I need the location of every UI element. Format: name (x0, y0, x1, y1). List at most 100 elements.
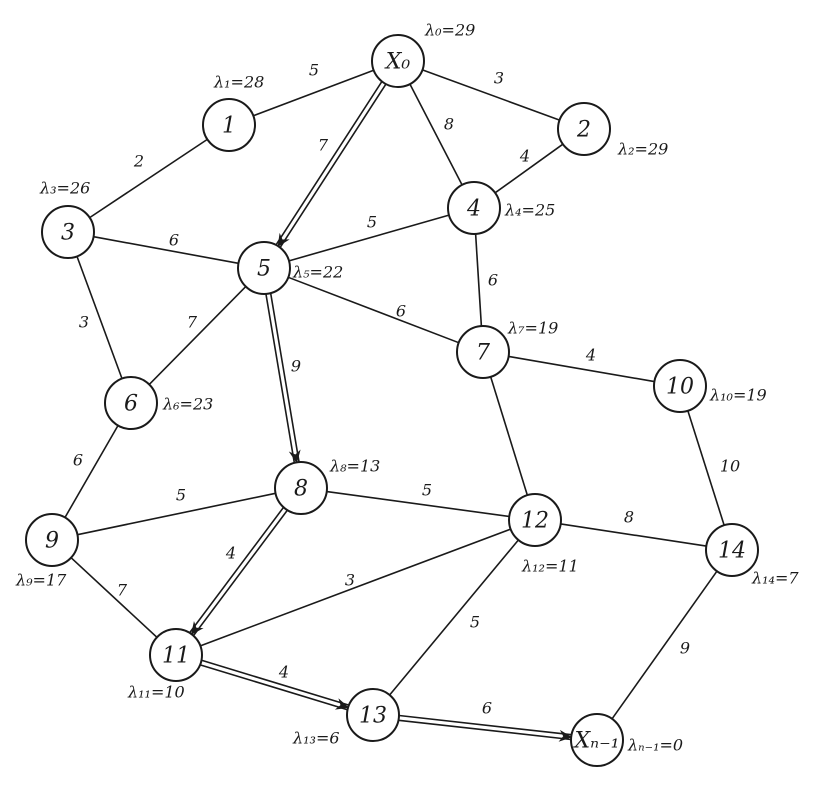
edge-line (560, 523, 707, 547)
edge-path-stroke (275, 81, 383, 246)
edges-layer (64, 69, 725, 742)
edge-n7-n10 (508, 355, 655, 383)
edge-path-stroke (398, 719, 571, 741)
edge-n9-n11 (70, 557, 158, 638)
edge-n3-n6 (76, 256, 123, 379)
edge-weight-label: 5 (309, 61, 319, 80)
edge-n12-n13 (388, 539, 520, 696)
edge-weight-label: 10 (720, 457, 740, 476)
edge-n11-n13 (199, 659, 350, 711)
node-lambda-label: λ₈=13 (329, 457, 380, 476)
edge-n6-n9 (64, 425, 119, 518)
node-label: 11 (162, 644, 190, 669)
node-label: 4 (466, 197, 481, 222)
node-circle (705, 523, 759, 577)
edge-path-stroke (201, 659, 350, 706)
edge-line (388, 539, 520, 696)
node-label: 13 (359, 704, 387, 729)
node-circle (149, 628, 203, 682)
node-circle (447, 181, 501, 235)
edge-weight-label: 8 (624, 508, 634, 527)
edge-line (287, 276, 460, 344)
arrowhead-icon (288, 449, 301, 464)
edge-line (77, 492, 276, 536)
edge-n12-n14 (560, 523, 707, 547)
edge-n1-n3 (89, 138, 208, 219)
edge-line (76, 256, 123, 379)
edge-weight-label: 5 (176, 486, 186, 505)
node-n8: 8 (274, 461, 328, 515)
edge-weight-label: 2 (133, 152, 144, 171)
edge-x0-n4 (409, 83, 463, 186)
edge-line (148, 285, 247, 386)
node-lambda-label: λ₉=17 (15, 571, 67, 590)
edge-line (93, 235, 239, 265)
edge-weight-label: 9 (291, 357, 301, 376)
node-n13: 13 (346, 688, 400, 742)
node-n5: 5 (237, 241, 291, 295)
edge-n2-n4 (494, 143, 564, 194)
node-circle (274, 461, 328, 515)
node-circle (557, 102, 611, 156)
node-label: X₀ (384, 50, 411, 75)
edge-n10-n14 (687, 410, 725, 526)
edge-n7-n12 (489, 376, 529, 496)
node-lambda-label: λ₁₀=19 (709, 386, 767, 405)
node-lambda-label: λ₁₃=6 (292, 729, 340, 748)
node-label: 14 (718, 539, 746, 564)
edge-weight-label: 9 (680, 639, 690, 658)
node-circle (653, 359, 707, 413)
edge-n5-n7 (287, 276, 460, 344)
edge-weight-label: 6 (169, 231, 179, 250)
edge-weight-label: 5 (422, 481, 432, 500)
node-lambda-label: λ₃=26 (39, 179, 90, 198)
node-n7: 7 (456, 325, 510, 379)
edge-line (89, 138, 208, 219)
edge-weight-label: 6 (73, 451, 83, 470)
edge-n4-n7 (474, 233, 483, 327)
edge-n9-n8 (77, 492, 276, 536)
node-x0: X₀ (371, 34, 425, 88)
edge-path-stroke (279, 83, 387, 248)
edge-n4-n5 (288, 214, 450, 262)
edge-path-stroke (192, 509, 288, 637)
edge-line (70, 557, 158, 638)
node-n3: 3 (41, 205, 95, 259)
edge-weight-label: 5 (470, 613, 480, 632)
edge-line (409, 83, 463, 186)
edge-weight-label: 7 (318, 136, 329, 155)
edge-weight-label: 4 (225, 544, 236, 563)
edge-line (288, 214, 450, 262)
edge-path-stroke (269, 293, 300, 463)
edge-weight-label: 3 (345, 571, 355, 590)
edge-n8-n12 (326, 490, 510, 518)
edge-weight-label: 7 (117, 581, 128, 600)
node-label: 10 (666, 375, 694, 400)
edge-weight-label: 6 (488, 271, 498, 290)
node-lambda-label: λₙ₋₁=0 (627, 736, 683, 755)
node-lambda-label: λ₁₄=7 (751, 569, 799, 588)
node-circle (237, 241, 291, 295)
node-label: 8 (294, 477, 308, 502)
node-circle (456, 325, 510, 379)
node-n10: 10 (653, 359, 707, 413)
edge-path-stroke (265, 293, 296, 463)
edge-path-stroke (399, 714, 572, 736)
node-lambda-label: λ₂=29 (617, 140, 668, 159)
edge-line (474, 233, 483, 327)
edge-n14-xn1 (611, 570, 718, 720)
node-lambda-label: λ₁₁=10 (127, 683, 185, 702)
node-lambda-label: λ₆=23 (162, 395, 213, 414)
edge-weight-label: 4 (519, 147, 530, 166)
node-lambda-label: λ₀=29 (424, 21, 475, 40)
node-label: 2 (576, 118, 591, 143)
edge-n8-n11 (189, 506, 288, 637)
edge-line (494, 143, 564, 194)
edge-weight-label: 8 (444, 115, 454, 134)
edge-weight-label: 7 (187, 313, 198, 332)
edge-line (422, 69, 560, 121)
node-circle (202, 98, 256, 152)
